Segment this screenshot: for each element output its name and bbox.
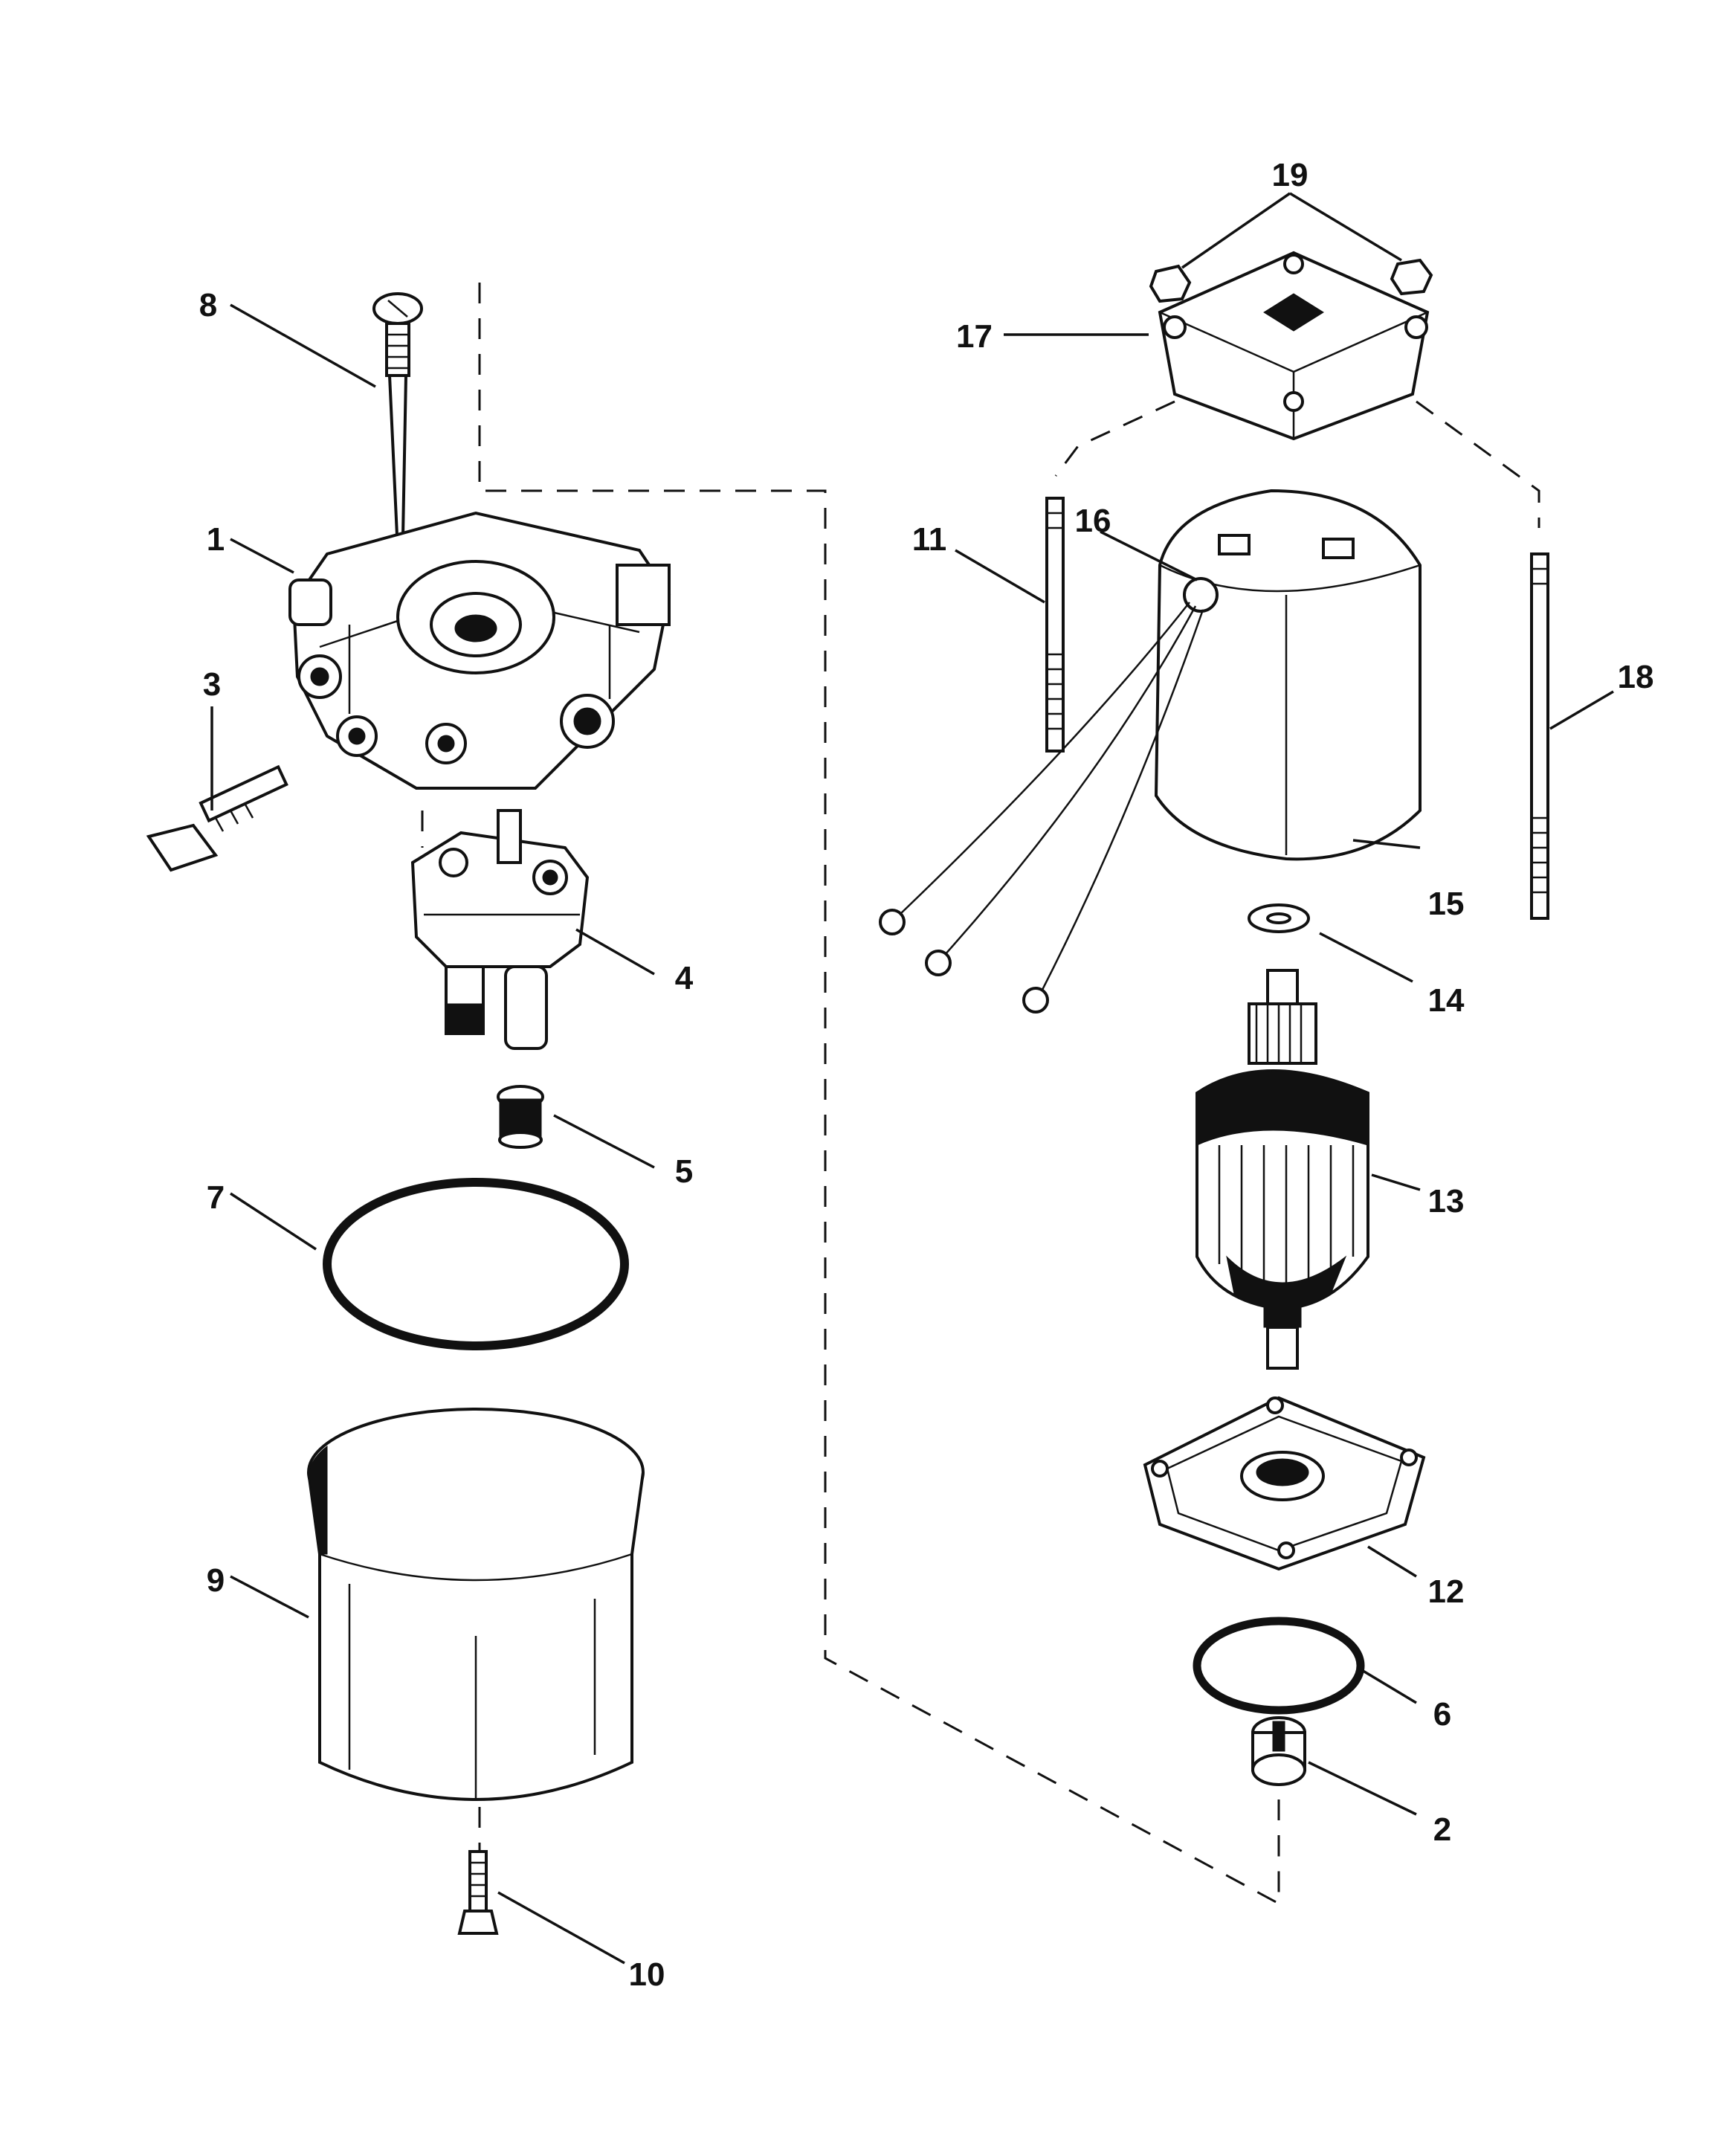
part-filter [497,1085,544,1149]
callout-1: 1 [207,521,225,558]
callout-9: 9 [207,1562,225,1599]
callout-leader-lines [210,192,1614,1965]
part-coupler [1251,1716,1306,1786]
callout-18: 18 [1618,659,1654,695]
callout-16: 16 [1075,503,1111,539]
callout-labels: 8 1 3 4 5 7 9 10 11 16 17 19 18 15 14 13… [199,157,1654,1993]
callout-6: 6 [1433,1696,1451,1733]
part-thrust-washer [1248,903,1310,933]
callout-14: 14 [1428,982,1465,1019]
callout-11: 11 [912,521,947,558]
part-reservoir-screw [457,1850,499,1935]
callout-7: 7 [207,1179,225,1216]
callout-10: 10 [629,1956,665,1993]
callout-15: 15 [1428,886,1465,922]
callout-19: 19 [1272,157,1309,193]
part-armature [1195,969,1369,1370]
part-valve-screw [146,764,288,872]
callout-12: 12 [1428,1573,1465,1610]
part-thru-bolts [1045,497,1549,920]
part-motor-end-cover [1158,251,1430,441]
callout-8: 8 [199,287,217,323]
callout-17: 17 [956,318,993,355]
part-end-plate-o-ring [1193,1617,1365,1715]
assembly-guide-lines [421,283,1540,1906]
callout-3: 3 [203,666,221,703]
part-fill-plug [372,292,423,537]
part-reservoir-o-ring [323,1178,629,1350]
callout-2: 2 [1433,1811,1451,1848]
part-pump-housing [288,511,671,790]
callout-4: 4 [675,960,694,996]
part-end-plate [1143,1396,1426,1571]
part-motor-housing [879,489,1422,1014]
callout-5: 5 [675,1153,693,1190]
part-cover-nuts [1149,258,1433,303]
part-pump-body [410,809,590,1050]
part-reservoir [307,1408,645,1801]
callout-13: 13 [1428,1183,1465,1219]
